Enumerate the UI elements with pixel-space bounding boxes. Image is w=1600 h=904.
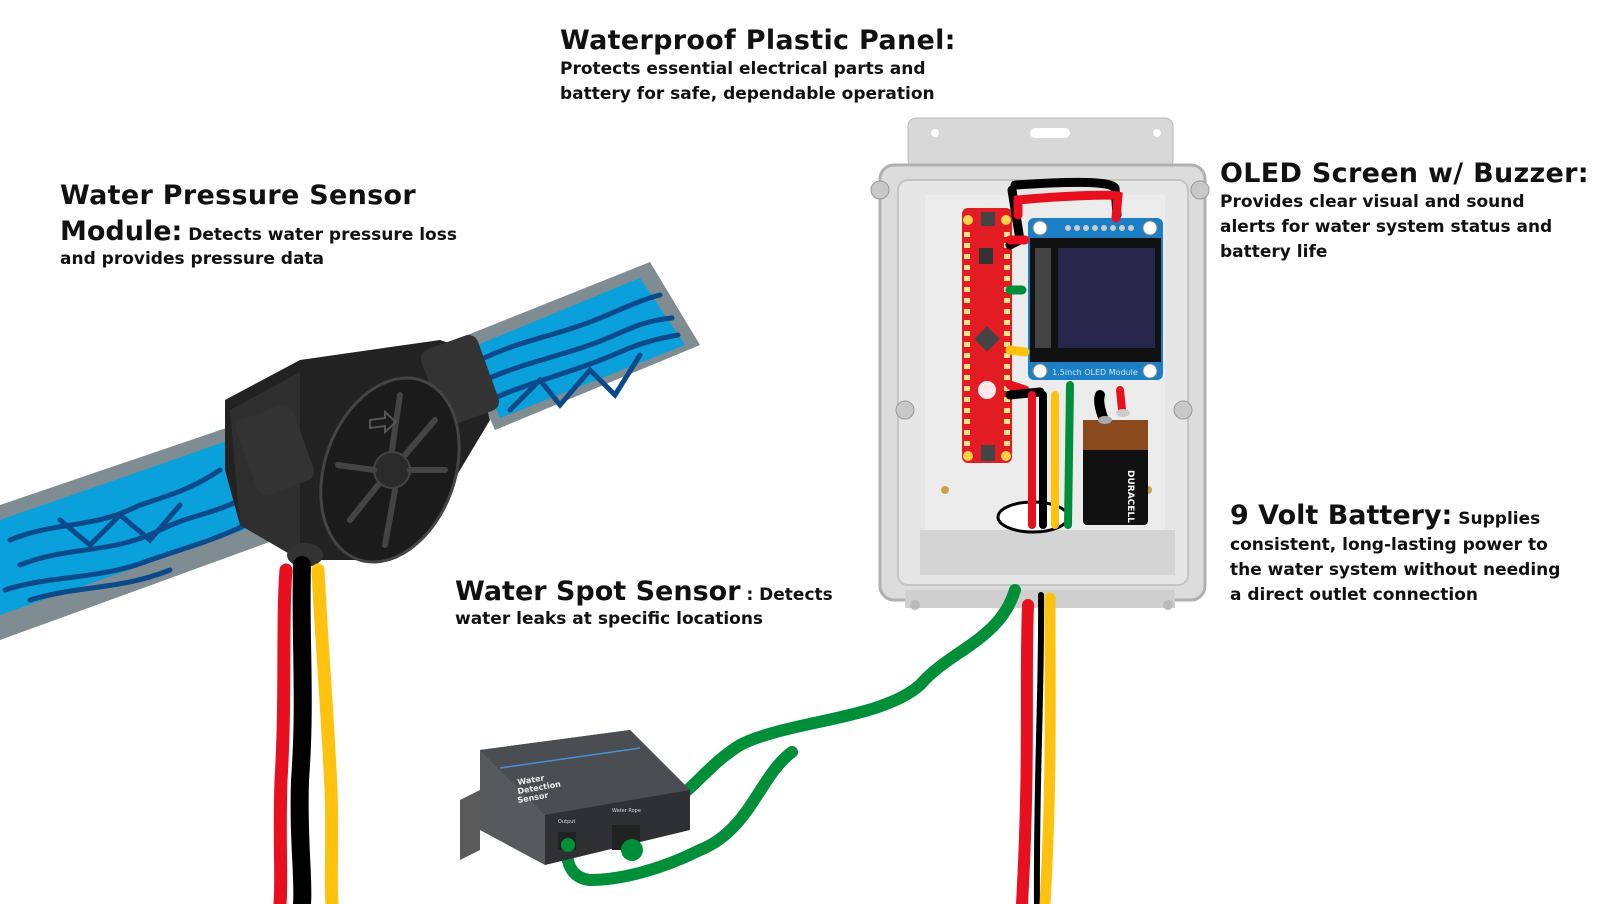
board-pin — [1004, 386, 1010, 391]
callout-battery-line-2: consistent, long-lasting power to — [1230, 535, 1548, 555]
oled-module: 1.5inch OLED Module — [1028, 218, 1163, 380]
oled-pin — [1065, 225, 1071, 231]
callout-panel-line-1: Protects essential electrical parts and — [560, 59, 926, 79]
board-pin — [1004, 353, 1010, 358]
callout-oled-title: OLED Screen w/ Buzzer: — [1220, 158, 1589, 189]
oled-module-label: 1.5inch OLED Module — [1052, 368, 1138, 377]
callout-battery-title: 9 Volt Battery: — [1230, 500, 1453, 531]
internal-wires — [1005, 177, 1123, 400]
board-pin — [964, 331, 970, 336]
board-pin — [1004, 408, 1010, 413]
callout-panel: Waterproof Plastic Panel: Protects essen… — [560, 25, 956, 107]
battery-brand: DURACELL — [1125, 470, 1135, 523]
board-pin — [964, 243, 970, 248]
pressure-sensor-body — [225, 334, 500, 567]
callout-panel-line-2: battery for safe, dependable operation — [560, 84, 935, 104]
board-pin — [964, 276, 970, 281]
oled-pin — [1101, 225, 1107, 231]
water-spot-sensor: Water Detection Sensor Output Water Rope — [460, 730, 690, 865]
spot-port-water-rope-label: Water Rope — [612, 808, 641, 814]
board-pin — [964, 353, 970, 358]
board-pin — [964, 419, 970, 424]
board-pin — [1004, 397, 1010, 402]
callout-battery: 9 Volt Battery: Supplies consistent, lon… — [1230, 500, 1560, 608]
oled-pin — [1128, 225, 1134, 231]
board-pin — [1004, 232, 1010, 237]
board-pin — [964, 287, 970, 292]
pressure-sensor-wires — [273, 556, 339, 904]
callout-pressure-desc-2: and provides pressure data — [60, 249, 325, 269]
oled-pin — [1083, 225, 1089, 231]
board-pin — [964, 441, 970, 446]
callout-oled-line-1: Provides clear visual and sound — [1220, 192, 1525, 212]
board-pin — [1004, 441, 1010, 446]
board-pin — [964, 342, 970, 347]
board-pin — [964, 375, 970, 380]
callout-spot-sensor: Water Spot Sensor : Detects water leaks … — [455, 576, 833, 632]
callout-pressure-desc-inline: Detects water pressure loss — [182, 225, 457, 245]
board-pin — [964, 298, 970, 303]
microcontroller-board — [962, 208, 1012, 463]
board-pin — [964, 265, 970, 270]
board-pin — [964, 364, 970, 369]
board-pin — [1004, 309, 1010, 314]
callout-spot-title: Water Spot Sensor — [455, 576, 741, 607]
board-pin — [1004, 265, 1010, 270]
board-pin — [1004, 331, 1010, 336]
oled-pin — [1110, 225, 1116, 231]
callout-spot-line-2: water leaks at specific locations — [455, 609, 764, 629]
nine-volt-battery: DURACELL — [1083, 386, 1148, 525]
water-pipe-right — [455, 262, 700, 430]
callout-pressure-sensor: Water Pressure Sensor Module: Detects wa… — [60, 180, 457, 272]
board-pin — [964, 397, 970, 402]
board-pin — [1004, 342, 1010, 347]
board-pin — [964, 386, 970, 391]
callout-spot-desc-inline: : Detects — [740, 585, 833, 605]
board-pin — [964, 408, 970, 413]
oled-pin — [1119, 225, 1125, 231]
water-pipe-left — [0, 425, 275, 640]
board-pin — [1004, 320, 1010, 325]
callout-panel-title: Waterproof Plastic Panel: — [560, 25, 956, 56]
board-pin — [1004, 375, 1010, 380]
callout-pressure-title-1: Water Pressure Sensor — [60, 180, 416, 211]
callout-oled-line-3: battery life — [1220, 242, 1328, 262]
board-pin — [1004, 254, 1010, 259]
callout-battery-line-3: the water system without needing — [1230, 560, 1561, 580]
callout-battery-line-4: a direct outlet connection — [1230, 585, 1479, 605]
cable-exit — [996, 381, 1074, 534]
oled-pin — [1074, 225, 1080, 231]
external-wires — [561, 584, 1056, 904]
callout-oled: OLED Screen w/ Buzzer: Provides clear vi… — [1220, 158, 1589, 265]
board-pin — [964, 232, 970, 237]
board-pin — [1004, 276, 1010, 281]
board-pin — [1004, 419, 1010, 424]
spot-port-output-label: Output — [558, 819, 575, 825]
board-pin — [1004, 364, 1010, 369]
board-pin — [964, 430, 970, 435]
callout-battery-desc-inline: Supplies — [1452, 509, 1541, 529]
board-pin — [1004, 298, 1010, 303]
callout-pressure-title-2: Module: — [60, 216, 183, 247]
board-pin — [1004, 430, 1010, 435]
board-pin — [964, 254, 970, 259]
callout-oled-line-2: alerts for water system status and — [1220, 217, 1553, 237]
board-pin — [964, 320, 970, 325]
oled-pin — [1092, 225, 1098, 231]
board-pin — [964, 309, 970, 314]
